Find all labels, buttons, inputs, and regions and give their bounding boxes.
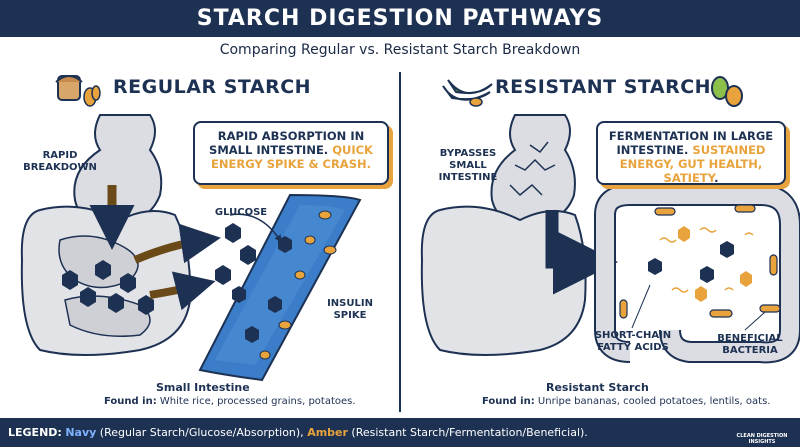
blood-vessel <box>198 193 362 382</box>
bypass-label: BYPASSES SMALL INTESTINE <box>438 148 498 183</box>
resistant-starch-title: RESISTANT STARCH <box>495 76 712 98</box>
page-subtitle: Comparing Regular vs. Resistant Starch B… <box>219 42 581 58</box>
bread-icon <box>55 75 101 107</box>
header-bar: STARCH DIGESTION PATHWAYS <box>0 0 800 37</box>
resistant-digestive-tract <box>420 114 587 356</box>
resistant-callout-highlight-2: SATIETY <box>663 171 715 185</box>
resistant-found-text: Unripe bananas, cooled potatoes, lentils… <box>537 396 771 407</box>
glucose-molecules-free <box>215 223 256 285</box>
resistant-callout-main: FERMENTATION IN LARGE INTESTINE. <box>608 129 774 157</box>
regular-footer-title: Small Intestine <box>156 381 250 394</box>
resistant-callout: FERMENTATION IN LARGE INTESTINE. SUSTAIN… <box>596 121 786 185</box>
bacteria <box>619 204 781 319</box>
regular-callout-main: RAPID ABSORPTION IN SMALL INTESTINE. <box>209 129 365 157</box>
legend-navy-desc: (Regular Starch/Glucose/Absorption), <box>99 426 304 439</box>
brand-logo: CLEAN DIGESTION INSIGHTS <box>730 418 794 447</box>
resistant-footer-title: Resistant Starch <box>546 381 649 394</box>
label-pointers <box>631 284 766 331</box>
fatty-acid-hexagons <box>648 241 734 283</box>
starch-chains <box>509 141 556 197</box>
regular-footer-found: Found in: White rice, processed grains, … <box>104 396 356 407</box>
banana-icon <box>442 79 493 107</box>
legend-label: LEGEND: <box>8 426 62 439</box>
legend-amber-desc: (Resistant Starch/Fermentation/Beneficia… <box>351 426 588 439</box>
regular-callout: RAPID ABSORPTION IN SMALL INTESTINE. QUI… <box>193 121 389 185</box>
bean-icon <box>711 76 743 107</box>
section-divider <box>399 72 401 412</box>
scfa-label: SHORT-CHAIN FATTY ACIDS <box>594 330 672 353</box>
rapid-breakdown-label: RAPID BREAKDOWN <box>23 150 97 173</box>
resistant-callout-highlight-1: SUSTAINED ENERGY, GUT HEALTH, <box>619 143 766 171</box>
brand-line-2: INSIGHTS <box>748 439 776 445</box>
glucose-label: GLUCOSE <box>214 207 268 218</box>
resistant-found-label: Found in: <box>482 396 535 407</box>
blood-cells <box>259 210 337 360</box>
large-intestine <box>594 184 800 364</box>
resistant-footer-found: Found in: Unripe bananas, cooled potatoe… <box>482 396 770 407</box>
glucose-pointer <box>229 213 282 243</box>
absorption-arrow-lower <box>149 271 216 311</box>
legend-navy: Navy <box>65 426 97 439</box>
legend-bar: LEGEND: Navy (Regular Starch/Glucose/Abs… <box>0 418 800 447</box>
brand-line-1: CLEAN DIGESTION <box>736 433 788 439</box>
regular-found-text: White rice, processed grains, potatoes. <box>159 396 356 407</box>
resistant-callout-end: . <box>714 171 719 185</box>
page-title: STARCH DIGESTION PATHWAYS <box>196 6 604 31</box>
bypass-arrow <box>545 210 618 295</box>
regular-callout-highlight: QUICK ENERGY SPIKE & CRASH. <box>211 143 373 171</box>
insulin-spike-label: INSULIN SPIKE <box>327 298 373 321</box>
glucose-molecules-intestine <box>62 260 154 315</box>
regular-found-label: Found in: <box>104 396 157 407</box>
regular-starch-title: REGULAR STARCH <box>113 76 312 98</box>
fatty-acid-molecules <box>678 226 752 302</box>
bacteria-label: BENEFICIAL BACTERIA <box>717 333 783 356</box>
absorption-arrow-upper <box>133 223 221 264</box>
legend-amber: Amber <box>307 426 348 439</box>
fermentation-squiggles <box>659 227 754 293</box>
